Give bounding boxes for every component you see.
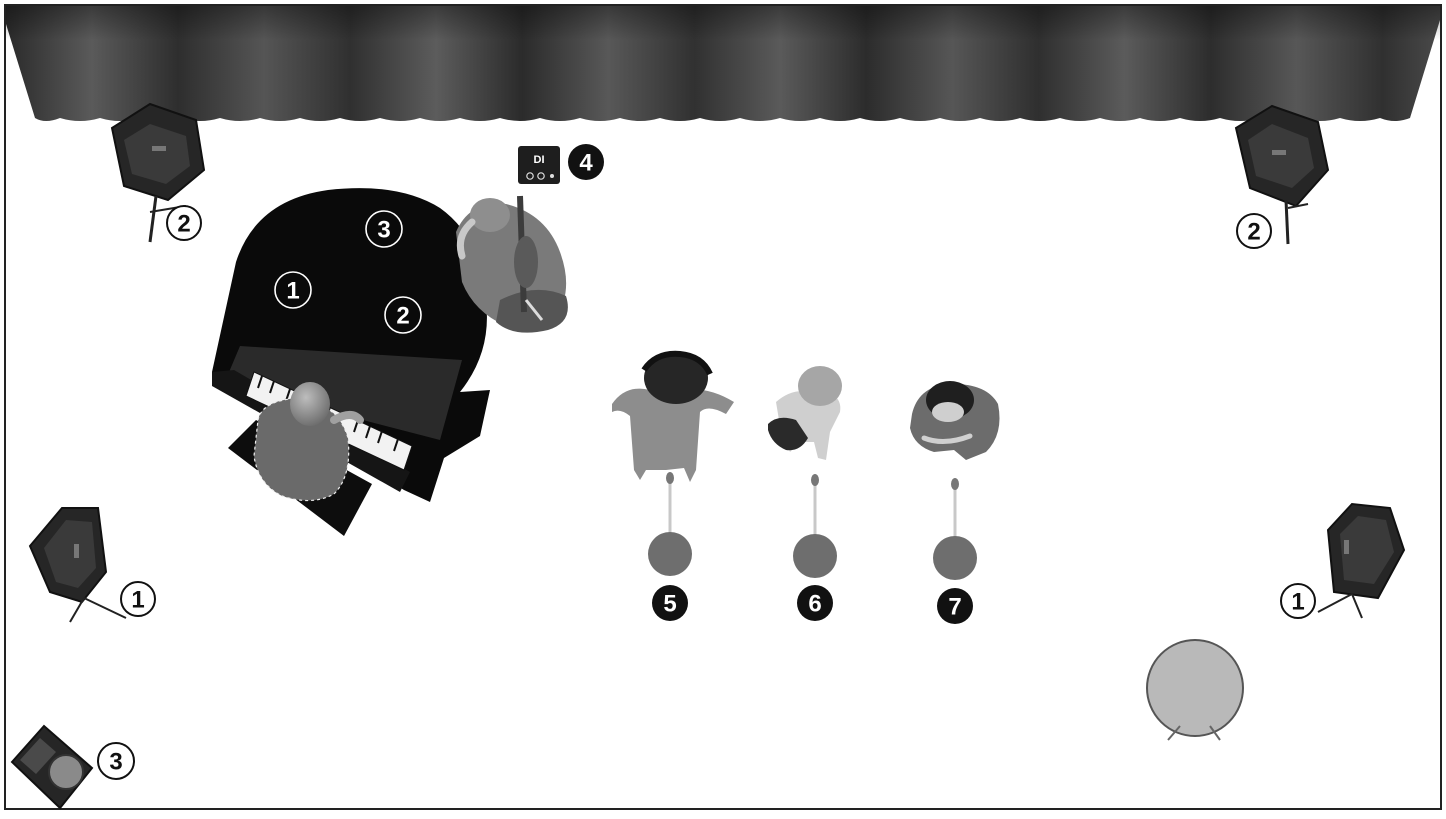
vocal-mic-label: 7 xyxy=(948,594,961,621)
vocal-mic-marker: 6 xyxy=(797,585,833,621)
monitor-marker: 1 xyxy=(121,582,155,616)
monitor-marker: 2 xyxy=(1237,214,1271,248)
monitor-label: 2 xyxy=(177,211,190,238)
monitor-marker: 1 xyxy=(1281,584,1315,618)
stage-curtain-icon xyxy=(6,6,1440,121)
monitor-label: 1 xyxy=(1291,589,1304,616)
amp-marker: 3 xyxy=(98,743,134,779)
piano-mic-label-2: 2 xyxy=(396,303,409,330)
di-label: 4 xyxy=(579,150,593,177)
di-marker: 4 xyxy=(568,144,604,180)
monitor-label: 2 xyxy=(1247,219,1260,246)
vocal-mic-label: 5 xyxy=(663,591,676,618)
piano-mic-label-1: 1 xyxy=(286,278,299,305)
di-box-text: DI xyxy=(534,154,545,166)
monitor-label: 1 xyxy=(131,587,144,614)
amp-label: 3 xyxy=(109,749,122,776)
piano-mic-label-3: 3 xyxy=(377,217,390,244)
vocal-mic-marker: 5 xyxy=(652,585,688,621)
vocal-mic-label: 6 xyxy=(808,591,821,618)
monitor-marker: 2 xyxy=(167,206,201,240)
vocal-mic-marker: 7 xyxy=(937,588,973,624)
